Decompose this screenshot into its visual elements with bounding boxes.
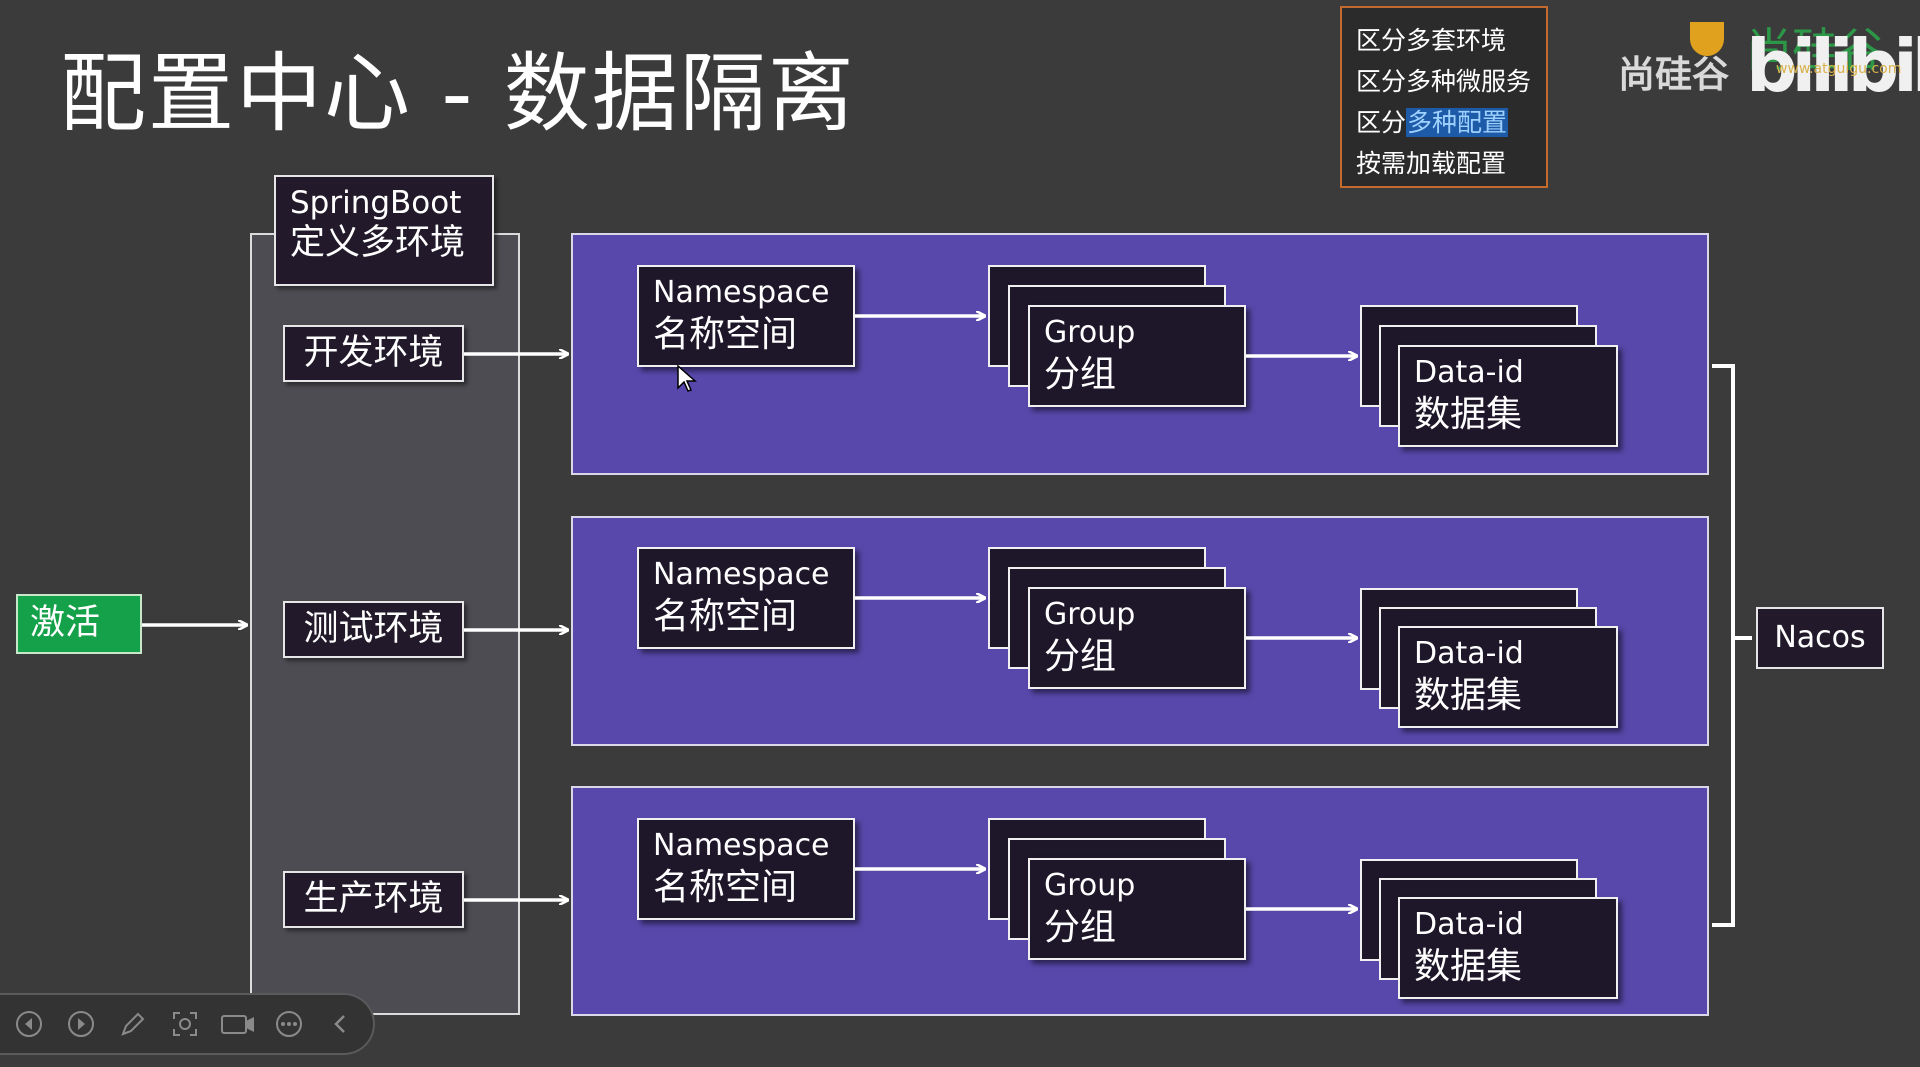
- note-line-1: 区分多套环境: [1356, 26, 1507, 55]
- brand-logo-icon: [1690, 22, 1724, 56]
- note-line-2: 区分多种微服务: [1356, 67, 1532, 96]
- dataset-label: Data-id: [1414, 636, 1524, 671]
- group-card: Group 分组: [1028, 587, 1246, 689]
- group-label: Group: [1044, 597, 1136, 632]
- bilibili-logo: bilibili: [1746, 24, 1920, 108]
- namespace-label: Namespace: [653, 828, 830, 863]
- slide-title: 配置中心 - 数据隔离: [60, 44, 856, 144]
- group-zh-label: 分组: [1044, 636, 1117, 677]
- namespace-zh-label: 名称空间: [653, 596, 798, 637]
- prev-icon[interactable]: [14, 1009, 44, 1039]
- pen-icon[interactable]: [118, 1009, 148, 1039]
- group-label: Group: [1044, 868, 1136, 903]
- note-line-3-highlight: 多种配置: [1406, 108, 1509, 137]
- note-line-4: 按需加载配置: [1356, 149, 1507, 178]
- nacos-box: Nacos: [1756, 607, 1884, 669]
- dataset-zh-label: 数据集: [1414, 675, 1523, 716]
- note-line-3-prefix: 区分: [1356, 108, 1407, 137]
- namespace-zh-label: 名称空间: [653, 314, 798, 355]
- collapse-icon[interactable]: [325, 1009, 355, 1039]
- brand-watermark: 尚硅谷: [1746, 23, 1884, 77]
- notes-box: 区分多套环境 区分多种微服务 区分多种配置 按需加载配置: [1340, 6, 1548, 188]
- brand-name: 尚硅谷: [1618, 53, 1729, 96]
- more-icon[interactable]: [274, 1009, 304, 1039]
- env-prod: 生产环境: [283, 871, 464, 928]
- dataset-card: Data-id 数据集: [1398, 897, 1618, 999]
- group-zh-label: 分组: [1044, 907, 1117, 948]
- group-zh-label: 分组: [1044, 354, 1117, 395]
- dataset-zh-label: 数据集: [1414, 394, 1523, 435]
- camera-icon[interactable]: [220, 1009, 256, 1039]
- namespace-card: Namespace 名称空间: [637, 265, 855, 367]
- namespace-card: Namespace 名称空间: [637, 547, 855, 649]
- brand-url: www.atguigu.com: [1776, 61, 1902, 77]
- note-line-3: 区分多种配置: [1356, 102, 1546, 143]
- dataset-zh-label: 数据集: [1414, 946, 1523, 987]
- springboot-subtitle: 定义多环境: [290, 223, 466, 263]
- namespace-label: Namespace: [653, 275, 830, 310]
- dataset-label: Data-id: [1414, 907, 1524, 942]
- namespace-label: Namespace: [653, 557, 830, 592]
- dataset-card: Data-id 数据集: [1398, 345, 1618, 447]
- activate-box: 激活: [16, 594, 142, 654]
- dataset-label: Data-id: [1414, 355, 1524, 390]
- springboot-box: SpringBoot 定义多环境: [274, 175, 494, 286]
- group-card: Group 分组: [1028, 305, 1246, 407]
- mouse-cursor-icon: [677, 364, 697, 392]
- namespace-card: Namespace 名称空间: [637, 818, 855, 920]
- dataset-card: Data-id 数据集: [1398, 626, 1618, 728]
- env-test: 测试环境: [283, 601, 464, 658]
- zoom-icon[interactable]: [170, 1009, 200, 1039]
- env-dev: 开发环境: [283, 325, 464, 382]
- group-card: Group 分组: [1028, 858, 1246, 960]
- group-label: Group: [1044, 315, 1136, 350]
- nacos-bracket: [1712, 364, 1752, 927]
- namespace-zh-label: 名称空间: [653, 867, 798, 908]
- next-icon[interactable]: [66, 1009, 96, 1039]
- springboot-label: SpringBoot: [290, 185, 462, 221]
- presenter-toolbar: [0, 993, 375, 1055]
